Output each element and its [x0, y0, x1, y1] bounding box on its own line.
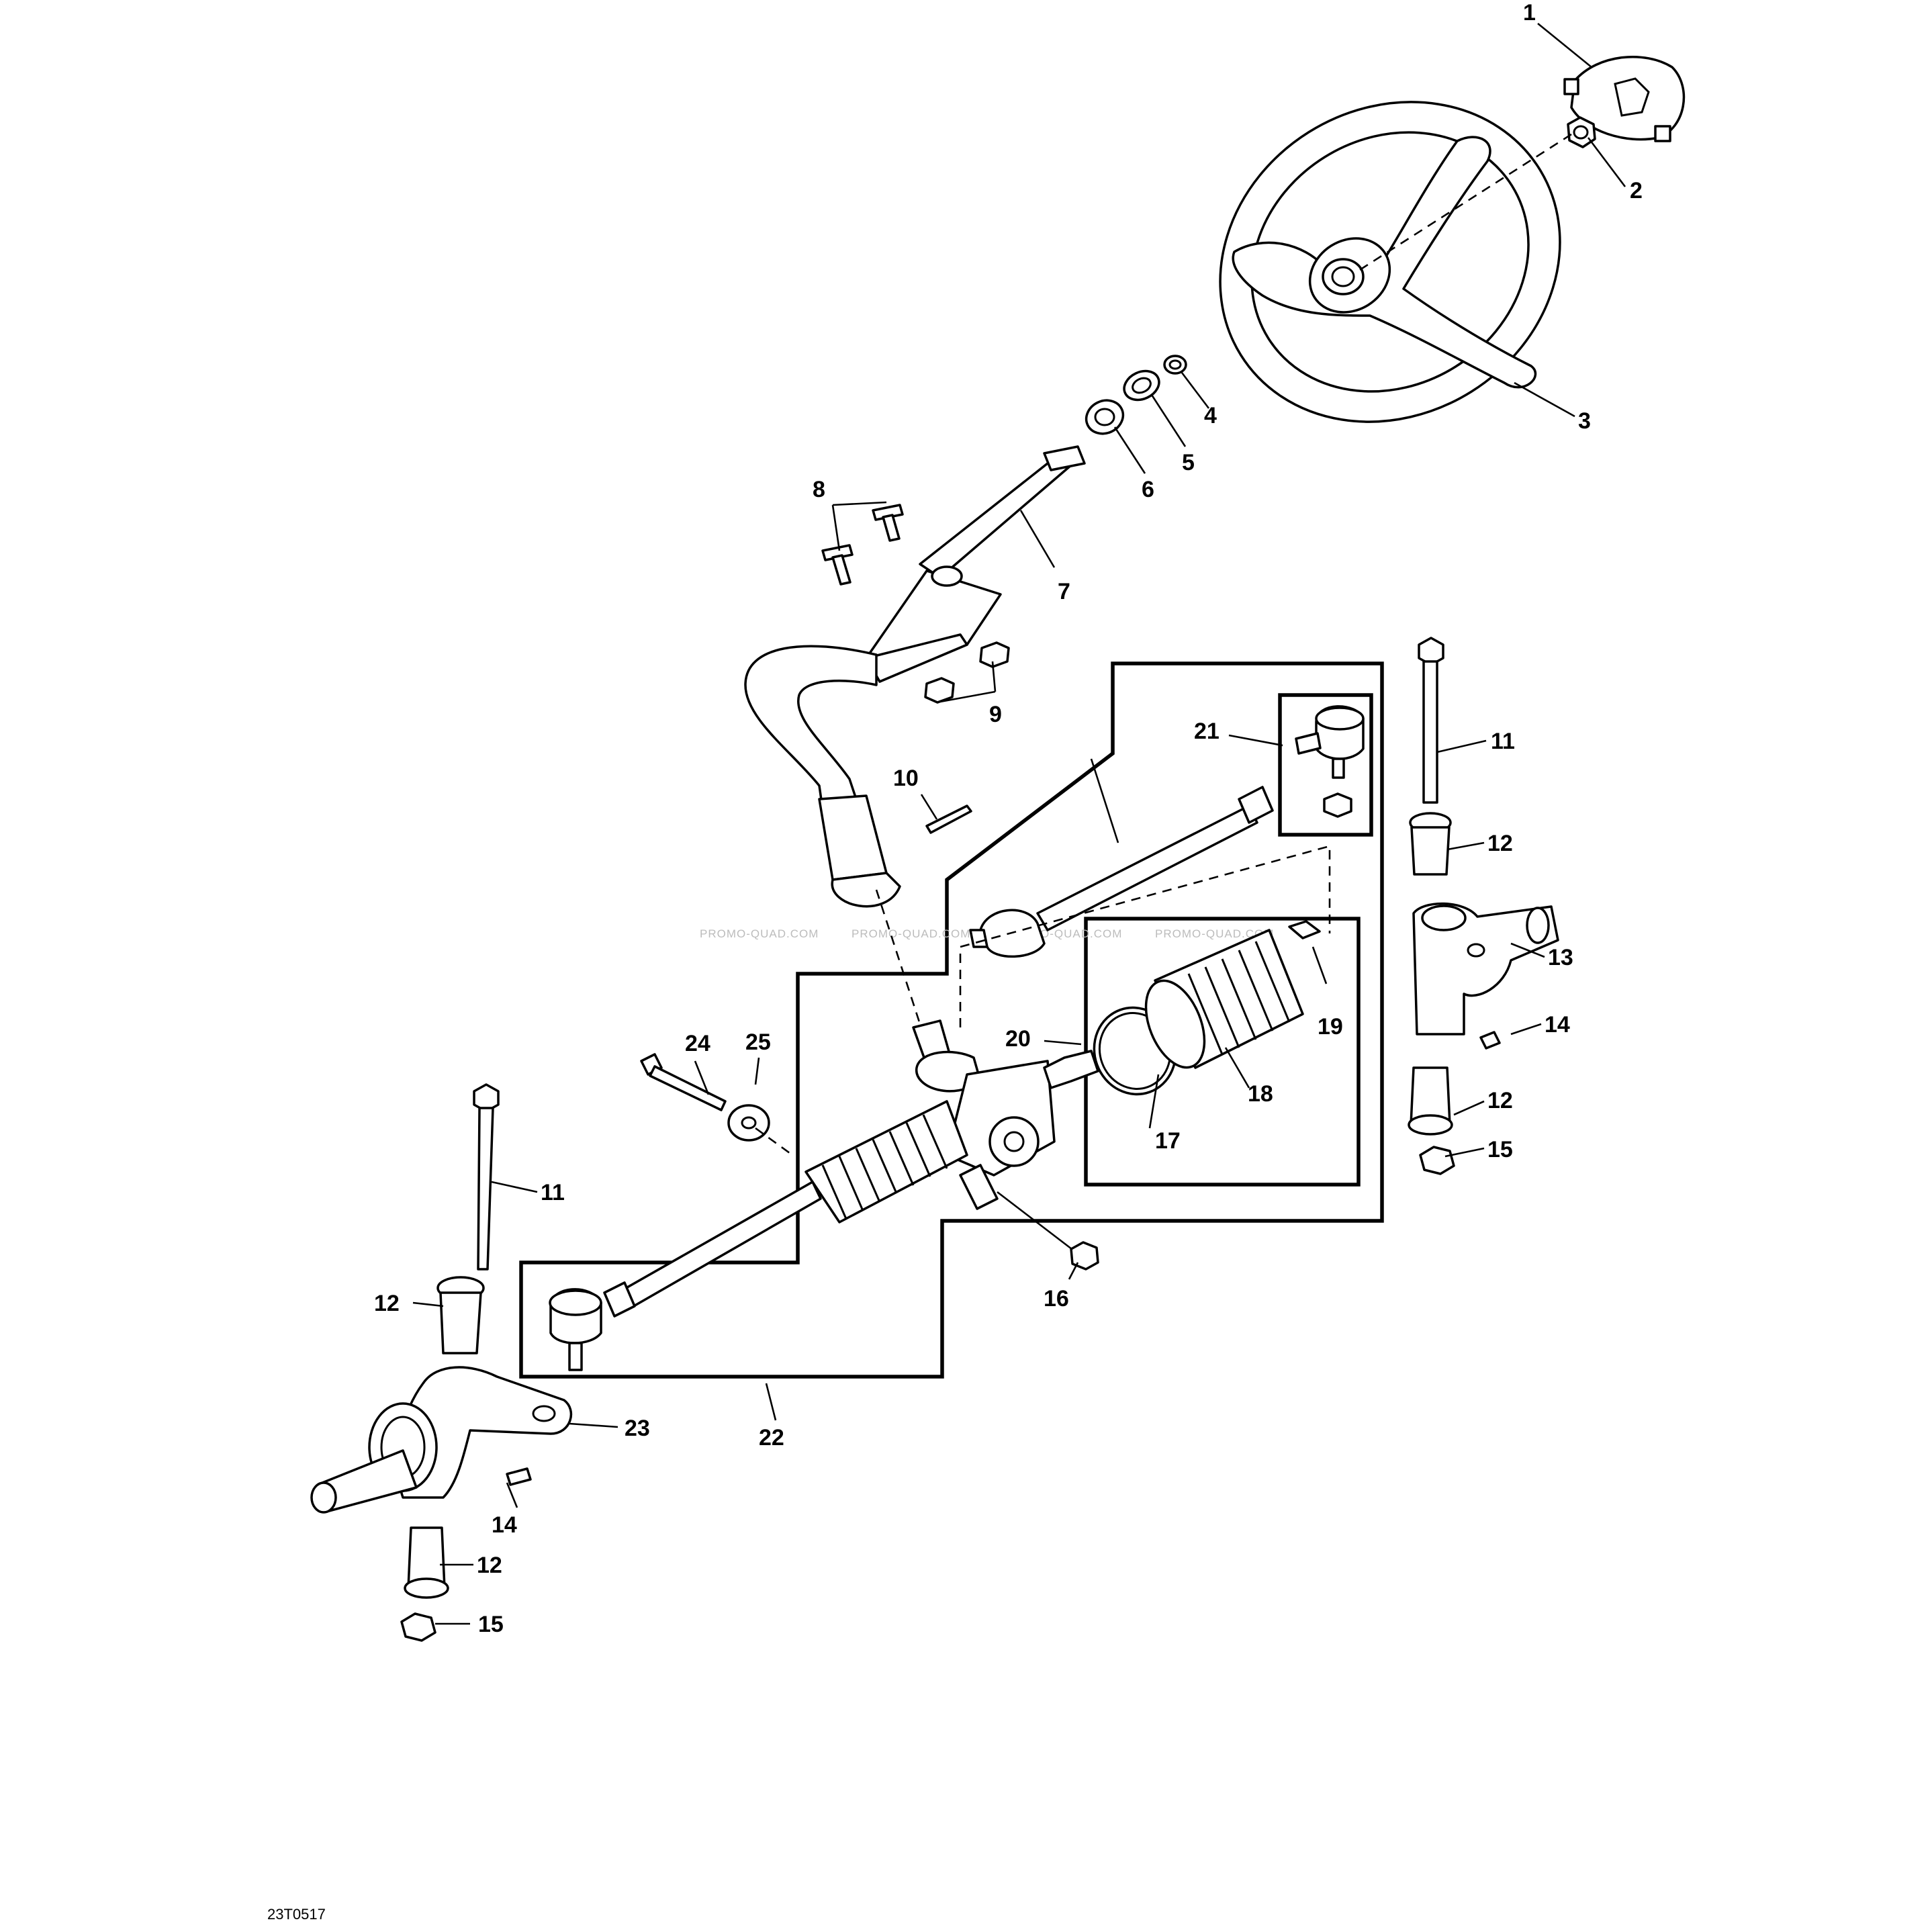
callout-13: 13 — [1548, 945, 1573, 970]
callout-14-left: 14 — [492, 1512, 517, 1538]
washer — [1123, 369, 1160, 402]
callout-5: 5 — [1182, 450, 1195, 475]
callout-7: 7 — [1058, 579, 1070, 604]
callout-15-left: 15 — [478, 1612, 504, 1637]
callout-12-left-upper: 12 — [374, 1291, 400, 1316]
bearing — [1085, 399, 1125, 435]
rack-mount-bolt — [640, 1053, 727, 1111]
boot-clip — [1288, 920, 1321, 939]
rack-mount-washer — [727, 1104, 770, 1142]
callout-2: 2 — [1630, 178, 1643, 203]
callout-1: 1 — [1523, 0, 1536, 26]
tie-rod-end — [549, 1288, 602, 1371]
callout-17: 17 — [1155, 1128, 1181, 1154]
callout-15-right: 15 — [1487, 1137, 1513, 1162]
watermark: PROMO-QUAD.COM PROMO-QUAD.COM PROMO-QUAD… — [700, 927, 1274, 940]
right-upper-bushing — [1409, 812, 1452, 876]
callout-11-right: 11 — [1491, 729, 1515, 754]
callout-12-right-upper: 12 — [1487, 831, 1513, 856]
callout-3: 3 — [1578, 408, 1591, 434]
left-grease-fitting — [506, 1467, 532, 1486]
callout-8: 8 — [813, 477, 825, 502]
wheel-nut — [1567, 116, 1596, 148]
right-kingpin-bolt — [1418, 637, 1444, 804]
figure-code: 23T0517 — [267, 1906, 326, 1923]
steering-gear-housing — [912, 1019, 1099, 1210]
tie-rod — [603, 1181, 822, 1318]
callout-22: 22 — [759, 1425, 784, 1451]
horn-cap — [1563, 56, 1686, 142]
callout-16: 16 — [1044, 1286, 1069, 1312]
right-grease-fitting — [1479, 1031, 1501, 1050]
callouts: 1 2 3 4 5 6 7 8 9 10 11 11 12 12 12 12 1… — [374, 0, 1643, 1637]
steering-rack-group-box — [519, 661, 1384, 1379]
left-upper-bushing — [436, 1276, 485, 1354]
tie-rod-end-kit — [1295, 705, 1365, 818]
carriage-bolt — [872, 504, 904, 542]
callout-20: 20 — [1005, 1026, 1031, 1052]
right-spindle — [1412, 902, 1559, 1036]
alignment-lines — [755, 133, 1572, 1156]
callout-12-right-lower: 12 — [1487, 1088, 1513, 1113]
left-spindle-nut — [400, 1612, 436, 1642]
flange-nut — [979, 641, 1010, 668]
callout-14-right: 14 — [1545, 1012, 1570, 1038]
tie-rod-end-kit-box — [1278, 693, 1373, 837]
callout-12-left-lower: 12 — [477, 1553, 502, 1578]
watermark-text: PROMO-QUAD.COM — [1155, 927, 1274, 940]
callout-10: 10 — [893, 766, 919, 791]
callout-4: 4 — [1204, 403, 1217, 428]
snap-ring — [1163, 355, 1187, 375]
watermark-text: PROMO-QUAD.COM — [852, 927, 970, 940]
callout-23: 23 — [625, 1416, 650, 1441]
steering-shaft — [744, 445, 1086, 908]
cotter-pin — [925, 804, 972, 834]
right-spindle-nut — [1419, 1146, 1455, 1175]
flange-nut — [924, 677, 955, 704]
boot-ribs — [821, 1114, 948, 1220]
leader-lines — [412, 22, 1626, 1625]
rack-mount-nut — [1070, 1241, 1099, 1271]
steering-wheel — [1219, 101, 1561, 423]
left-lower-bushing — [404, 1526, 449, 1599]
callout-25: 25 — [745, 1029, 771, 1055]
right-lower-bushing — [1408, 1066, 1453, 1136]
carriage-bolt — [821, 544, 854, 586]
callout-9: 9 — [989, 702, 1002, 727]
callout-21: 21 — [1194, 719, 1220, 744]
callout-24: 24 — [685, 1031, 710, 1056]
replacement-boot — [1144, 929, 1304, 1069]
left-spindle — [310, 1366, 572, 1514]
callout-6: 6 — [1142, 477, 1154, 502]
callout-19: 19 — [1318, 1014, 1343, 1040]
watermark-text: PROMO-QUAD.COM — [700, 927, 819, 940]
callout-18: 18 — [1248, 1081, 1273, 1107]
callout-11-left: 11 — [541, 1180, 565, 1205]
left-kingpin-bolt — [473, 1083, 500, 1271]
steering-rack-boot — [804, 1100, 968, 1224]
